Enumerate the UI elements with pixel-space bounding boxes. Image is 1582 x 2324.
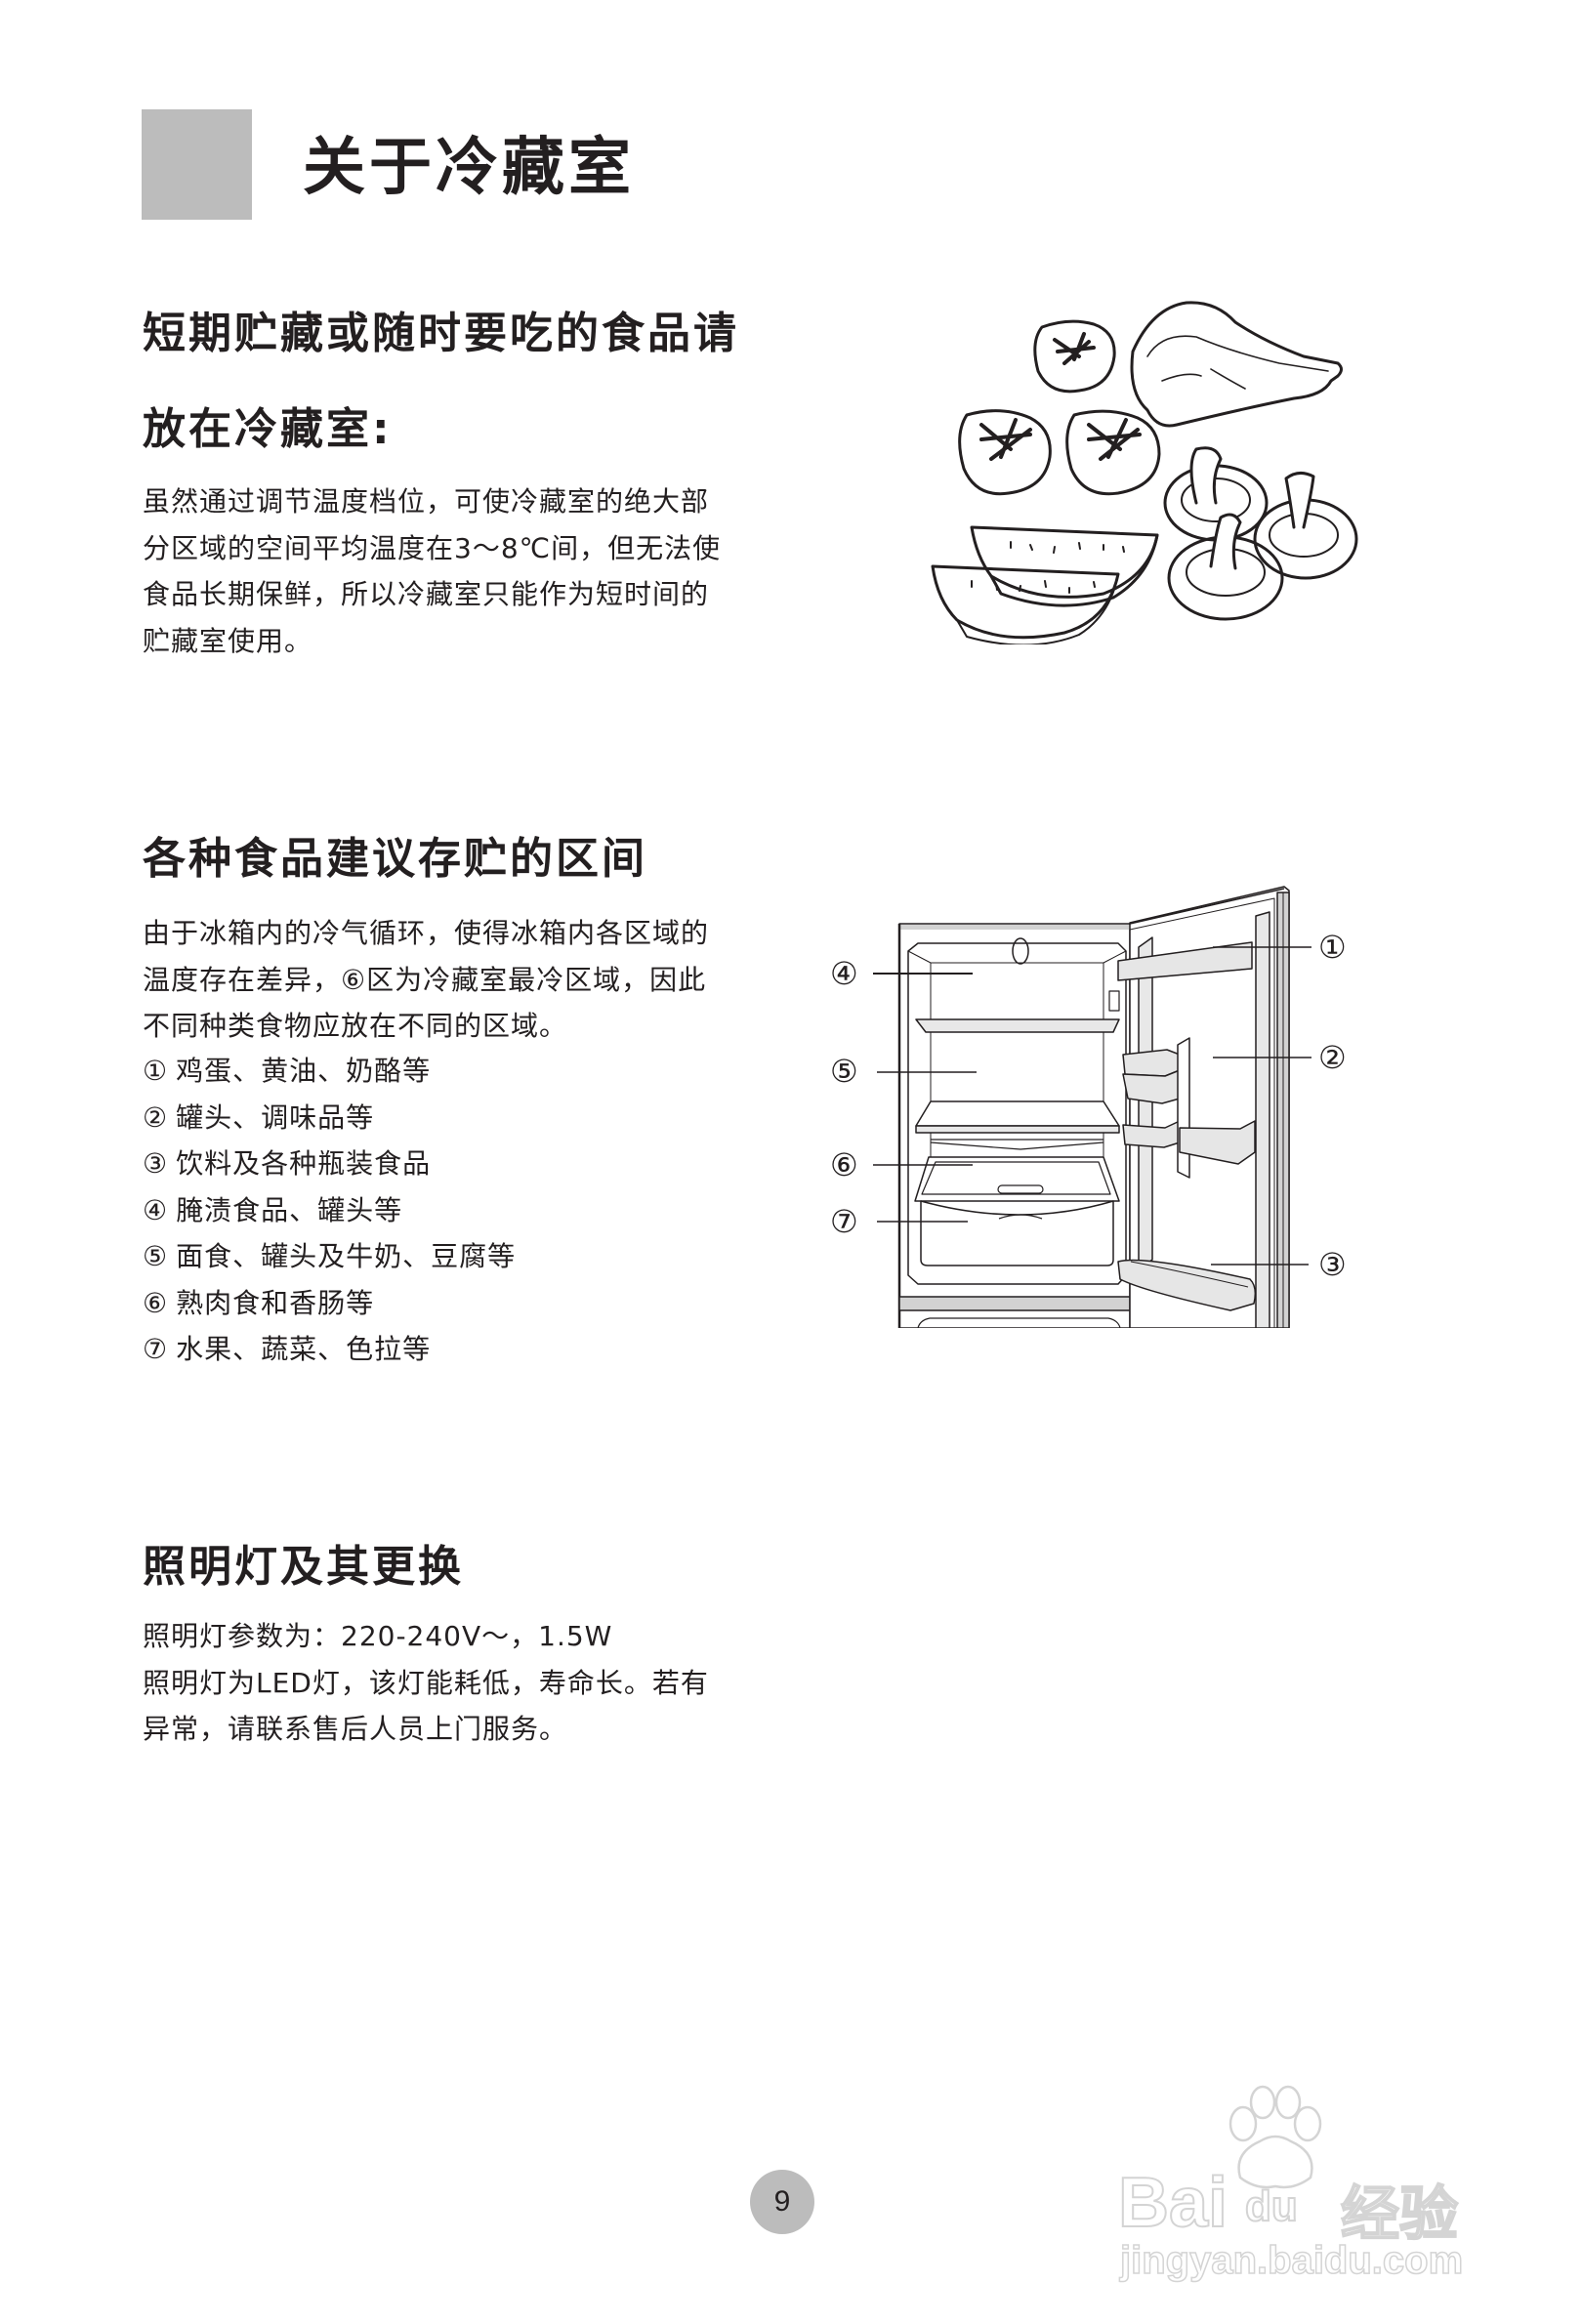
body-line: 照明灯为LED灯，该灯能耗低，寿命长。若有 [143, 1666, 709, 1699]
section3-heading: 照明灯及其更换 [143, 1542, 464, 1592]
mushroom-icon [1167, 513, 1284, 621]
section1-heading-line1: 短期贮藏或随时要吃的食品请 [143, 309, 739, 358]
zone-number: ③ [143, 1147, 169, 1180]
page-title: 关于冷藏室 [303, 132, 635, 204]
section2-heading: 各种食品建议存贮的区间 [143, 834, 647, 884]
body-line: 贮藏室使用。 [143, 624, 313, 657]
zone-text: 熟肉食和香肠等 [176, 1286, 375, 1319]
meat-icon [1130, 301, 1343, 428]
watermark-brand-right: 经验 [1340, 2180, 1459, 2248]
section1-body: 虽然通过调节温度档位，可使冷藏室的绝大部 分区域的空间平均温度在3～8℃间，但无… [143, 478, 787, 664]
zone-text: 腌渍食品、罐头等 [176, 1193, 403, 1226]
zone-text: 罐头、调味品等 [176, 1100, 375, 1134]
body-line: 异常，请联系售后人员上门服务。 [143, 1713, 568, 1745]
callout-6: ⑥ [830, 1146, 858, 1183]
callout-2: ② [1318, 1039, 1347, 1076]
zone-number: ⑤ [143, 1240, 169, 1272]
body-line: 虽然通过调节温度档位，可使冷藏室的绝大部 [143, 485, 710, 518]
baidu-watermark: Bai du 经验 jingyan.baidu.com [1108, 2085, 1479, 2283]
tomato-icon [1033, 319, 1116, 394]
zone-number: ② [143, 1100, 169, 1134]
watermark-url: jingyan.baidu.com [1119, 2238, 1464, 2283]
body-line: 食品长期保鲜，所以冷藏室只能作为短时间的 [143, 578, 710, 610]
page-number: 9 [773, 2185, 791, 2218]
light-icon [1012, 937, 1029, 965]
fridge-diagram: ④ ⑤ ⑥ ⑦ ① ② ③ [820, 869, 1445, 1328]
zone-number: ⑥ [143, 1286, 169, 1319]
section-marker-block [142, 109, 252, 220]
zone-number: ⑦ [143, 1333, 169, 1365]
zone-number: ④ [143, 1193, 169, 1226]
callout-3: ③ [1318, 1246, 1347, 1283]
body-line: 温度存在差异，⑥区为冷藏室最冷区域，因此 [143, 963, 707, 996]
mushroom-icon [1253, 472, 1358, 580]
section3-body: 照明灯参数为：220-240V～，1.5W 照明灯为LED灯，该灯能耗低，寿命长… [143, 1613, 807, 1753]
watermark-brand-paw: du [1244, 2181, 1299, 2231]
body-line: 分区域的空间平均温度在3～8℃间，但无法使 [143, 531, 722, 564]
body-line: 照明灯参数为：220-240V～，1.5W [143, 1620, 613, 1652]
zone-text: 水果、蔬菜、色拉等 [176, 1333, 432, 1365]
callout-4: ④ [830, 955, 858, 992]
zone-text: 鸡蛋、黄油、奶酪等 [176, 1055, 432, 1087]
watermark-brand-left: Bai [1117, 2163, 1228, 2243]
section1-heading-line2: 放在冷藏室: [143, 404, 393, 454]
paw-icon [1228, 2085, 1322, 2189]
callout-7: ⑦ [830, 1203, 858, 1240]
watermelon-icon [931, 525, 1159, 644]
zone-text: 面食、罐头及牛奶、豆腐等 [176, 1240, 517, 1272]
tomato-icon [1065, 409, 1161, 496]
section2-body: 由于冰箱内的冷气循环，使得冰箱内各区域的 温度存在差异，⑥区为冷藏室最冷区域，因… [143, 910, 807, 1050]
mushroom-icon [1163, 446, 1269, 542]
page-number-badge: 9 [750, 2170, 814, 2234]
food-illustration [931, 301, 1358, 644]
body-line: 由于冰箱内的冷气循环，使得冰箱内各区域的 [143, 917, 710, 949]
zone-text: 饮料及各种瓶装食品 [176, 1147, 432, 1180]
callout-1: ① [1318, 929, 1347, 966]
callout-5: ⑤ [830, 1053, 858, 1090]
body-line: 不同种类食物应放在不同的区域。 [143, 1010, 568, 1042]
tomato-icon [958, 409, 1052, 496]
zone-number: ① [143, 1055, 169, 1087]
